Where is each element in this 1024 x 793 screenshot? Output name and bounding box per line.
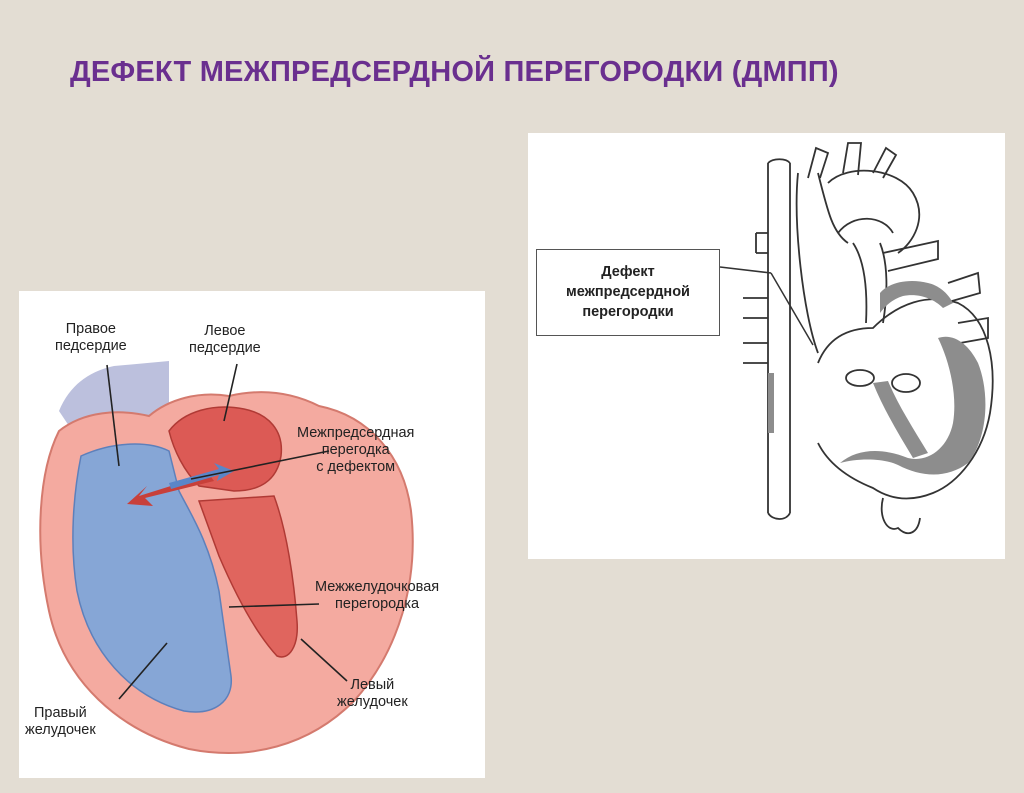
label-atrial-septum-defect: Межпредсердная перегодка с дефектом bbox=[297, 425, 415, 475]
label-right-atrium: Правое педсердие bbox=[55, 321, 127, 354]
left-wall bbox=[768, 373, 774, 433]
leader-lines bbox=[106, 363, 348, 700]
heart-cross-section-illustration bbox=[39, 361, 414, 754]
label-ventricular-septum: Межжелудочковая перегородка bbox=[315, 579, 440, 612]
heart-schematic-panel: Дефект межпредсердной перегородки bbox=[528, 133, 1005, 559]
atrial-wall bbox=[880, 281, 953, 313]
callout-leader-extension bbox=[770, 272, 814, 346]
callout-leader bbox=[719, 266, 772, 274]
left-ventricle-blood bbox=[197, 495, 298, 658]
page-title: ДЕФЕКТ МЕЖПРЕДСЕРДНОЙ ПЕРЕГОРОДКИ (ДМПП) bbox=[70, 56, 839, 88]
ventricle-wall bbox=[840, 336, 986, 475]
shunt-arrow-blue bbox=[169, 463, 234, 489]
callout-line-1: Дефект bbox=[601, 264, 655, 280]
label-left-atrium: Левое педсердие bbox=[189, 323, 261, 356]
left-atrium-blood bbox=[168, 406, 283, 492]
label-left-ventricle: Левый желудочек bbox=[337, 677, 408, 710]
heart-cross-section-panel: Правое педсердие Левое педсердие Межпред… bbox=[19, 291, 485, 778]
right-chambers-blood bbox=[72, 443, 232, 713]
label-right-ventricle: Правый желудочек bbox=[25, 705, 96, 738]
defect-callout-box: Дефект межпредсердной перегородки bbox=[536, 249, 720, 336]
callout-line-2: межпредсердной bbox=[566, 284, 690, 300]
septum-wall bbox=[873, 381, 928, 458]
heart-schematic-illustration bbox=[719, 142, 994, 535]
callout-line-3: перегородки bbox=[582, 304, 674, 320]
